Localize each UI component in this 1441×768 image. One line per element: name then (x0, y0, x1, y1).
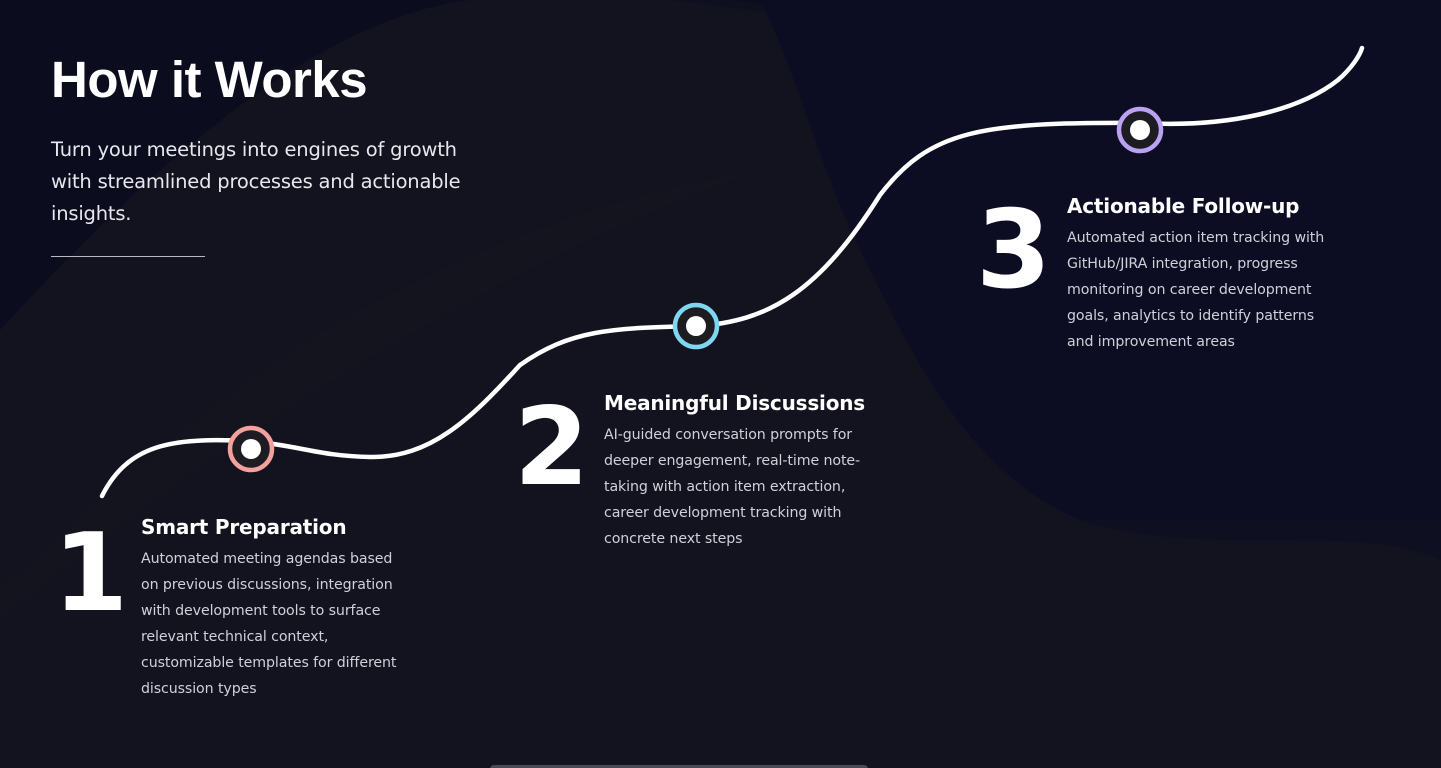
hero-subtitle: Turn your meetings into engines of growt… (51, 138, 461, 225)
step-description: AI-guided conversation prompts for deepe… (604, 427, 861, 547)
page-title: How it Works (51, 51, 368, 108)
step-1: 1 Smart Preparation Automated meeting ag… (53, 514, 401, 702)
step-description: Automated action item tracking with GitH… (1067, 230, 1325, 350)
step-3: 3 Actionable Follow-up Automated action … (976, 193, 1327, 355)
next-section-edge (490, 765, 868, 768)
step-number: 2 (514, 385, 589, 510)
step-body: Actionable Follow-up Automated action it… (1067, 193, 1327, 355)
divider (51, 256, 205, 257)
step-number: 1 (53, 511, 128, 636)
step-number: 3 (976, 188, 1051, 313)
step-title: Meaningful Discussions (604, 391, 865, 415)
hero-section: How it Works Turn your meetings into eng… (51, 50, 481, 257)
step-title: Smart Preparation (141, 515, 347, 539)
step-2: 2 Meaningful Discussions AI-guided conve… (514, 385, 865, 552)
step-body: Meaningful Discussions AI-guided convers… (604, 390, 865, 552)
step-description: Automated meeting agendas based on previ… (141, 551, 397, 697)
step-body: Smart Preparation Automated meeting agen… (141, 514, 401, 702)
step-title: Actionable Follow-up (1067, 194, 1300, 218)
